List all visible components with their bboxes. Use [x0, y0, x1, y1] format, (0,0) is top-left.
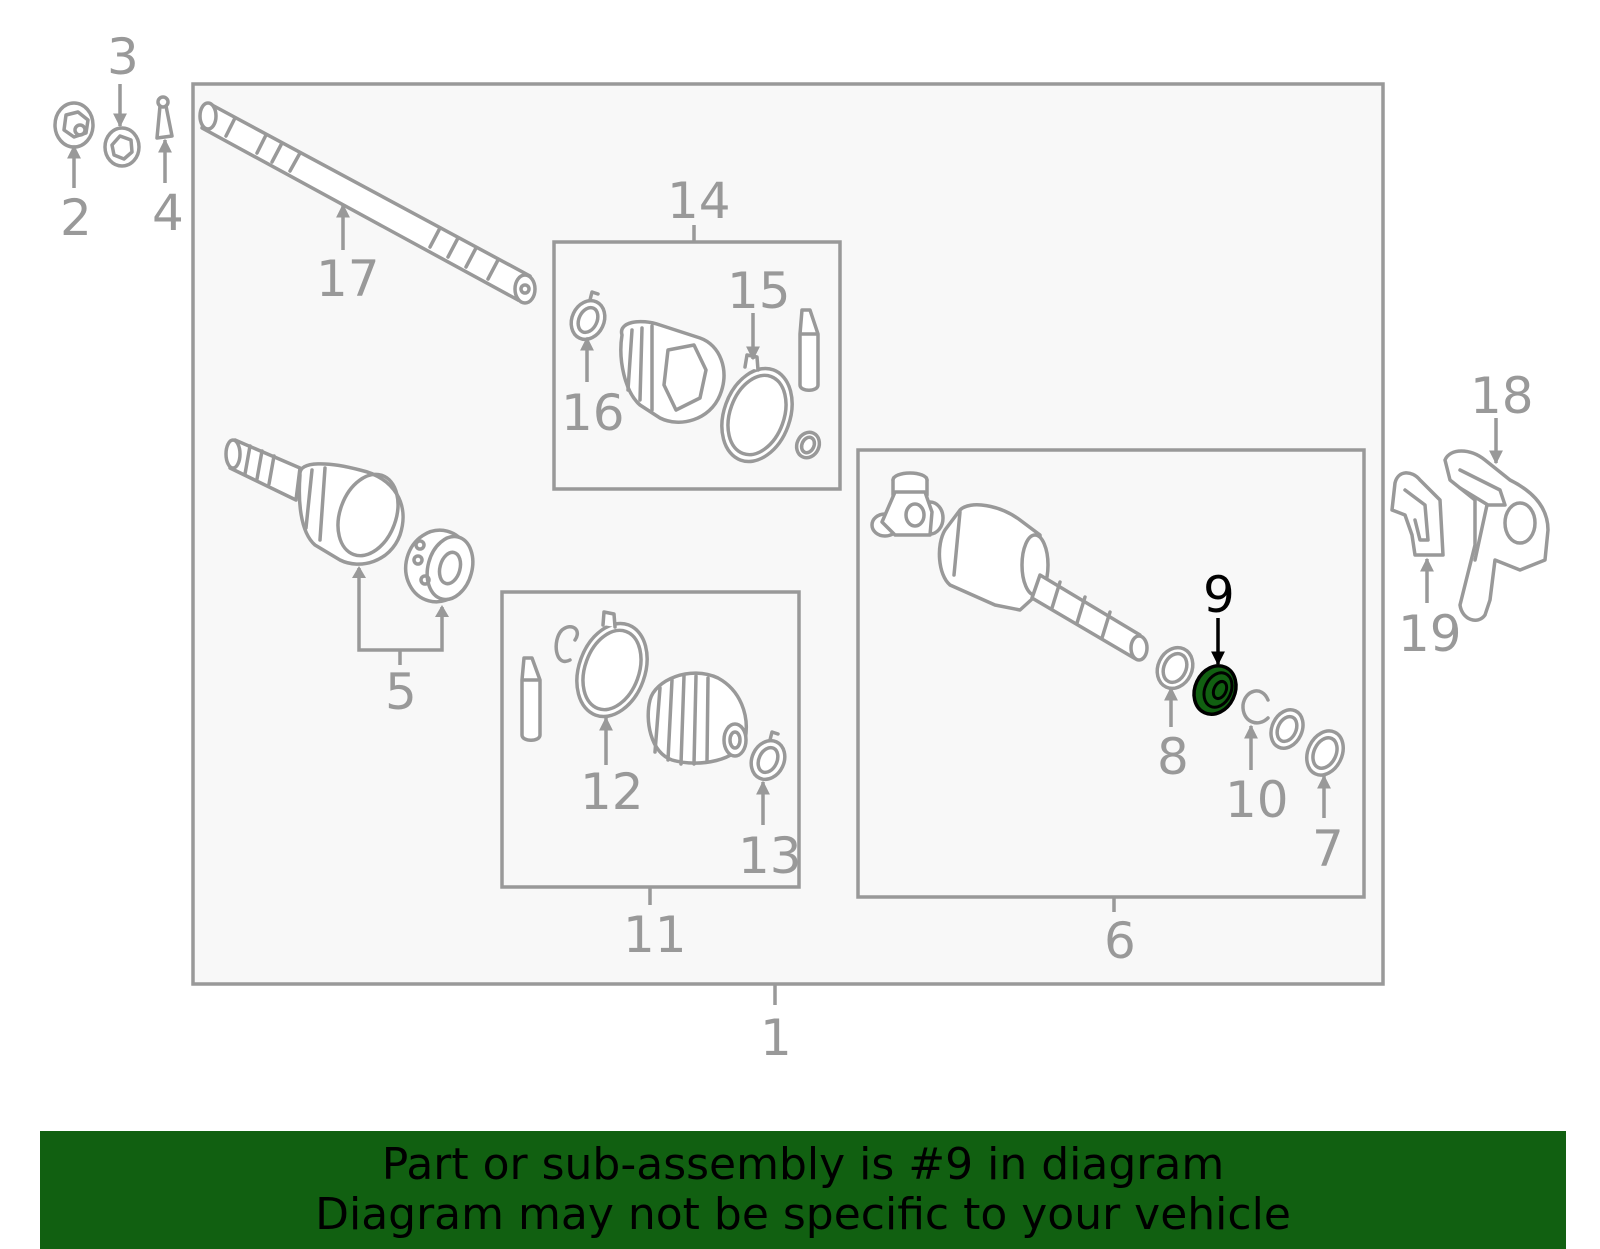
callout-6[interactable]: 6 [1104, 912, 1136, 970]
part-3-washer[interactable] [103, 126, 141, 168]
callout-9[interactable]: 9 [1203, 566, 1235, 624]
part-10-snap-ring[interactable] [1241, 689, 1270, 725]
banner-line-1: Part or sub-assembly is #9 in diagram [381, 1139, 1225, 1190]
part-18-bracket[interactable] [1443, 449, 1550, 622]
part-5-outer-cv-joint[interactable] [224, 438, 480, 609]
subassembly-box-11 [500, 590, 801, 889]
callout-15[interactable]: 15 [727, 262, 791, 320]
part-19-shield[interactable] [1390, 471, 1445, 557]
callout-19[interactable]: 19 [1398, 605, 1462, 663]
part-11-inner-boot[interactable] [646, 671, 748, 766]
snap-ring-11[interactable] [554, 625, 580, 664]
callout-17[interactable]: 17 [316, 250, 380, 308]
callout-11[interactable]: 11 [623, 906, 687, 964]
part-16-clamp[interactable] [565, 290, 611, 345]
part-7-seal[interactable] [1300, 725, 1350, 781]
callout-14[interactable]: 14 [667, 172, 731, 230]
part-2-hub-nut[interactable] [53, 101, 95, 149]
part-9-highlighted-bearing[interactable] [1186, 659, 1243, 721]
callout-10[interactable]: 10 [1225, 771, 1289, 829]
callout-8[interactable]: 8 [1157, 728, 1189, 786]
callout-7[interactable]: 7 [1312, 820, 1344, 878]
part-4-cotter-pin[interactable] [155, 95, 174, 140]
callout-13[interactable]: 13 [738, 827, 802, 885]
part-14-outer-boot[interactable] [619, 319, 726, 424]
callout-3[interactable]: 3 [107, 28, 139, 86]
callout-18[interactable]: 18 [1470, 367, 1534, 425]
banner-line-2: Diagram may not be specific to your vehi… [315, 1189, 1291, 1240]
snap-ring-14[interactable] [793, 429, 824, 462]
callout-1[interactable]: 1 [760, 1009, 792, 1067]
part-6-inner-joint[interactable] [870, 471, 1149, 662]
grease-tube-11[interactable] [520, 656, 542, 742]
grease-tube-14[interactable] [798, 308, 820, 392]
callout-12[interactable]: 12 [580, 763, 644, 821]
ring-box-6[interactable] [1265, 705, 1309, 754]
callout-16[interactable]: 16 [561, 384, 625, 442]
callout-4[interactable]: 4 [152, 184, 184, 242]
callout-2[interactable]: 2 [60, 189, 92, 247]
callout-5[interactable]: 5 [385, 663, 417, 721]
info-banner: Part or sub-assembly is #9 in diagram Di… [40, 1131, 1566, 1249]
part-13-clamp[interactable] [745, 730, 791, 785]
part-17-axle-shaft[interactable] [198, 101, 537, 305]
part-12-clamp[interactable] [565, 610, 660, 726]
